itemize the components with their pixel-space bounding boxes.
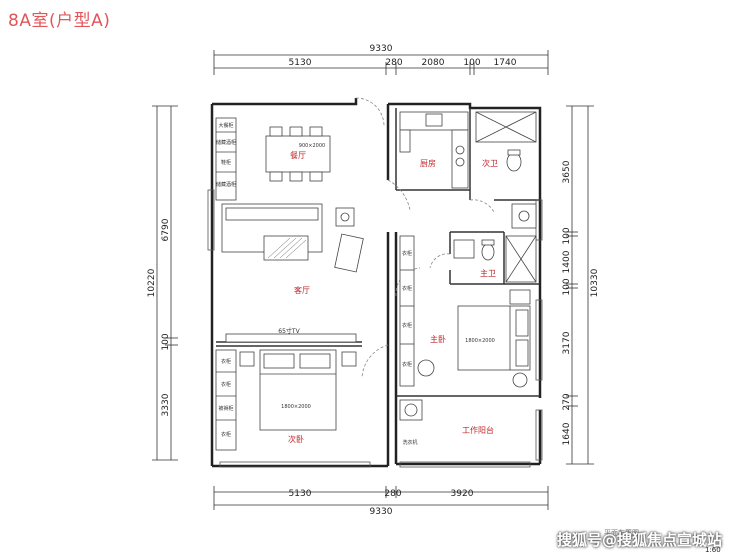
dim-top-seg-5: 1740 <box>494 58 517 68</box>
dim-left-total: 10220 <box>147 268 157 297</box>
dim-top-seg-3: 2080 <box>422 58 445 68</box>
sofa <box>221 203 364 273</box>
dim-left-seg-1: 6790 <box>161 218 171 241</box>
dim-right-seg-5: 3170 <box>562 331 572 354</box>
dim-top-seg-2: 280 <box>385 58 402 68</box>
room-work-balcony: 工作阳台 <box>462 425 494 435</box>
second-bedroom-bed <box>239 349 357 431</box>
dim-right-seg-6: 270 <box>562 393 572 410</box>
dim-bottom-seg-1: 5130 <box>289 489 312 499</box>
floorplan-title: 8A室(户型A) <box>8 11 111 31</box>
plan-caption: 平面布置图 <box>604 529 639 537</box>
cabinet-master-3: 衣柜 <box>402 322 412 329</box>
second-bath-fixtures <box>475 111 537 229</box>
dim-left-seg-3: 3330 <box>161 393 171 416</box>
cabinet-second-3: 被褥柜 <box>218 405 233 412</box>
room-living: 客厅 <box>294 285 310 295</box>
dim-right-seg-7: 1640 <box>562 422 572 445</box>
room-master-bedroom: 主卧 <box>430 334 446 344</box>
room-master-bath: 主卫 <box>480 268 496 278</box>
dim-right-seg-4: 100 <box>562 278 572 295</box>
dim-right-seg-1: 3650 <box>562 160 572 183</box>
cabinet-second-4: 衣柜 <box>221 431 231 438</box>
cabinet-dining-1: 大餐柜 <box>218 122 233 129</box>
dining-table-size: 900×2000 <box>299 143 325 149</box>
tv-cabinet <box>225 333 357 343</box>
dim-top-seg-4: 100 <box>463 58 480 68</box>
dim-top-total: 9330 <box>370 44 393 54</box>
laundry-label: 洗衣机 <box>402 439 417 446</box>
dining-table <box>265 126 331 182</box>
master-bed-size: 1800×2000 <box>465 338 495 344</box>
cabinet-second-1: 衣柜 <box>221 358 231 365</box>
dim-left-seg-2: 100 <box>161 333 171 350</box>
master-bath-fixtures <box>453 235 537 283</box>
laundry-machine <box>399 399 423 421</box>
room-kitchen: 厨房 <box>420 158 436 168</box>
room-second-bath: 次卫 <box>482 158 498 168</box>
coffee-table-hatch <box>267 237 307 259</box>
cabinet-dining-4: 储藏酒柜 <box>216 181 236 188</box>
room-dining: 餐厅 <box>290 151 306 160</box>
dim-bottom-total: 9330 <box>370 507 393 517</box>
dim-bottom-seg-2: 280 <box>384 489 401 499</box>
plan-scale: 1:60 <box>705 546 721 554</box>
dim-right-total: 10330 <box>590 268 600 297</box>
dim-right-seg-3: 1400 <box>562 250 572 273</box>
cabinet-master-1: 衣柜 <box>402 250 412 257</box>
cabinet-master-4: 衣柜 <box>402 361 412 368</box>
cabinet-second-2: 衣柜 <box>221 381 231 388</box>
cabinet-master-2: 衣柜 <box>402 285 412 292</box>
cabinet-dining-3: 鞋柜 <box>221 159 231 166</box>
cabinet-dining-2: 储藏酒柜 <box>216 139 236 146</box>
tv-label: 65寸TV <box>278 327 300 335</box>
master-bedroom-bed <box>417 289 531 388</box>
dim-bottom-seg-3: 3920 <box>451 489 474 499</box>
dim-right-seg-2: 100 <box>562 227 572 244</box>
second-bed-size: 1800×2000 <box>281 404 311 410</box>
kitchen-counter <box>399 111 469 189</box>
dim-top-seg-1: 5130 <box>289 58 312 68</box>
room-second-bedroom: 次卧 <box>288 434 304 444</box>
watermark: 搜狐号@搜狐焦点宣城站 <box>556 531 722 549</box>
